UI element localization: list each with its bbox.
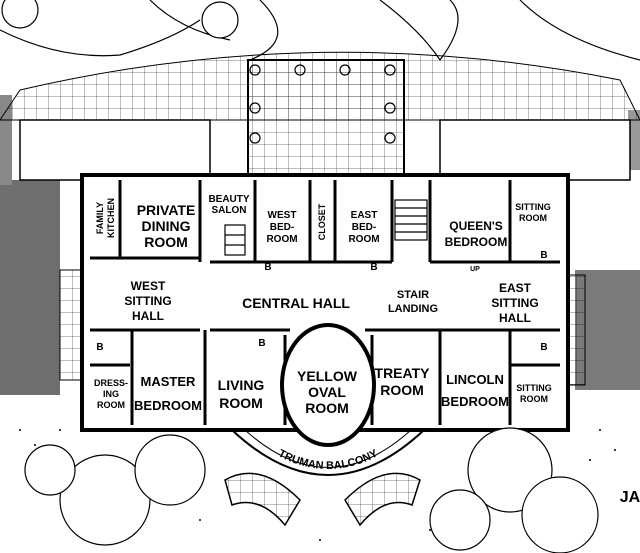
bath-mark: B (264, 262, 271, 273)
bath-mark: B (258, 338, 265, 349)
central-hall-label: CENTRAL HALL (242, 295, 350, 311)
balcony-outline (231, 429, 425, 476)
family-kitchen-label: FAMILYKITCHEN (95, 198, 116, 238)
aerial-photo-right-top (628, 110, 640, 170)
ground-stipple (19, 429, 616, 541)
bath-mark: B (540, 250, 547, 261)
aerial-photo-right (575, 270, 640, 390)
east-terrace (439, 119, 631, 181)
portico (247, 59, 405, 181)
yellow-oval-outline (280, 323, 376, 447)
west-curved-stair (224, 472, 301, 527)
stairs (224, 199, 428, 256)
edge-text: JA (620, 489, 640, 506)
closet-label: CLOSET (317, 203, 327, 240)
up-mark: UP (470, 266, 480, 273)
bath-mark: B (96, 342, 103, 353)
west-colonnade (59, 269, 83, 381)
bath-mark: B (370, 262, 377, 273)
bath-mark: B (540, 342, 547, 353)
bath-marks: B B B B B B UP (96, 250, 547, 353)
west-terrace (19, 119, 211, 181)
landscape-top (0, 0, 640, 62)
east-curved-stair (344, 472, 421, 527)
trees (1, 0, 599, 553)
balcony-inner (244, 429, 412, 468)
aerial-photo-left (0, 180, 60, 395)
